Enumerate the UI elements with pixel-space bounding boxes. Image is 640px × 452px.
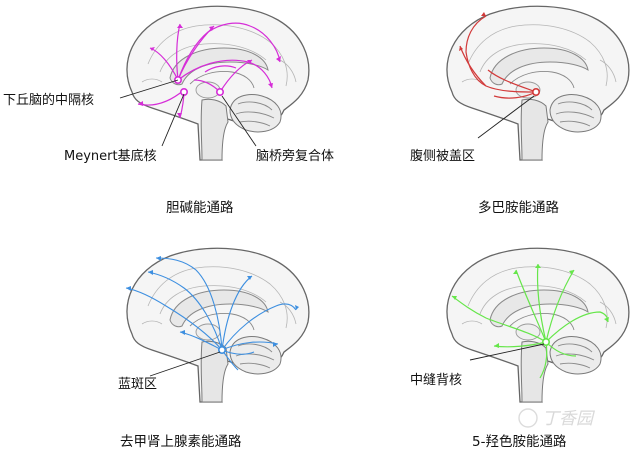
leader-septal (119, 79, 179, 99)
label-vta: 腹侧被盖区 (410, 148, 475, 164)
leader-meynert (161, 93, 185, 147)
label-pontine-complex: 脑桥旁复合体 (256, 148, 334, 164)
vta-dot (531, 88, 540, 97)
arrowheads-cholinergic (138, 24, 281, 118)
leader-vta (477, 95, 535, 139)
nuclei-cholinergic (174, 76, 225, 97)
arrowheads-noradrenergic (126, 256, 299, 347)
caption-noradrenergic: 去甲肾上腺素能通路 (120, 434, 242, 450)
watermark-text: 丁香园 (542, 409, 596, 429)
pathway-serotonergic (451, 263, 609, 379)
label-locus-coeruleus: 蓝斑区 (118, 377, 157, 392)
panel-serotonergic: 中缝背核 5-羟色胺能通路 (410, 247, 630, 450)
caption-dopaminergic: 多巴胺能通路 (478, 199, 559, 216)
arrowheads-serotonergic (452, 264, 609, 348)
pathway-noradrenergic (125, 257, 297, 371)
brain-cholinergic (126, 5, 310, 161)
label-meynert-nucleus: Meynert基底核 (64, 148, 157, 164)
panel-dopaminergic: 腹侧被盖区 多巴胺能通路 (410, 5, 630, 216)
label-septal-nucleus: 下丘脑的中隔核 (3, 92, 94, 108)
caption-serotonergic: 5-羟色胺能通路 (472, 433, 567, 450)
leader-raphe (469, 343, 545, 361)
arrowheads-dopaminergic (459, 12, 486, 51)
watermark-logo-icon (518, 408, 538, 428)
leader-locus-coeruleus (149, 351, 221, 377)
locus-coeruleus-dot (218, 345, 227, 354)
panel-cholinergic: 下丘脑的中隔核 Meynert基底核 脑桥旁复合体 胆碱能通路 (3, 5, 334, 216)
caption-cholinergic: 胆碱能通路 (166, 200, 234, 216)
raphe-nucleus-dot (541, 337, 550, 346)
watermark: 丁香园 (518, 408, 596, 429)
pontine-complex-dot (216, 88, 225, 97)
panel-noradrenergic: 蓝斑区 去甲肾上腺素能通路 (118, 247, 310, 450)
brain-dopaminergic (446, 5, 630, 161)
label-raphe-nucleus: 中缝背核 (410, 373, 462, 388)
meynert-nucleus-dot (180, 88, 189, 97)
leader-pontine (221, 95, 257, 147)
